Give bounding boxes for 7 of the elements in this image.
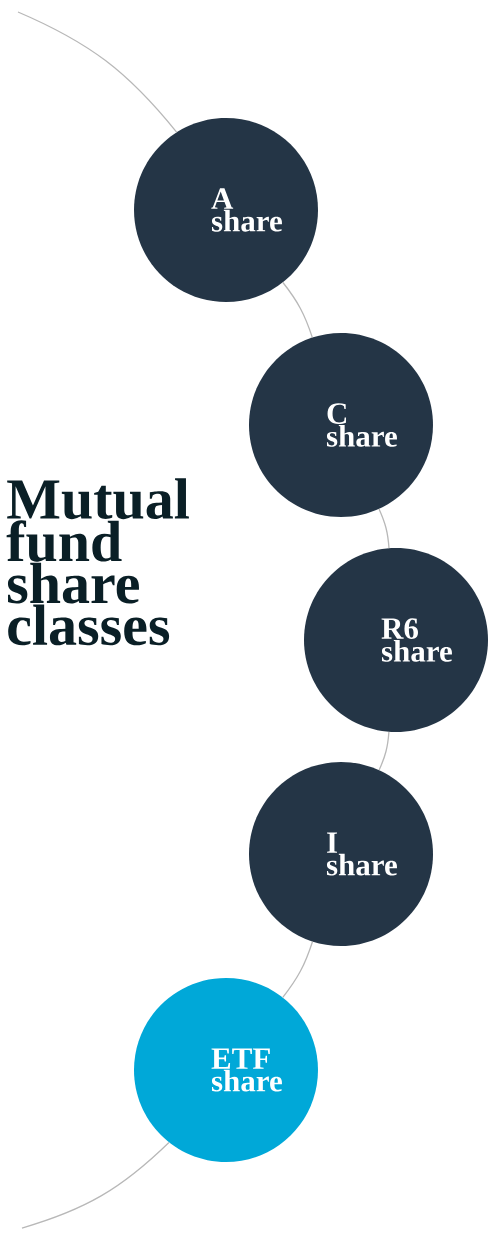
arc-line (378, 508, 390, 549)
title: Mutual fund share classes (6, 478, 189, 646)
arc-line (378, 731, 390, 771)
arc-line (17, 11, 178, 133)
arc-line (282, 941, 314, 999)
arc-line (21, 1141, 170, 1229)
arc-line (282, 281, 313, 339)
